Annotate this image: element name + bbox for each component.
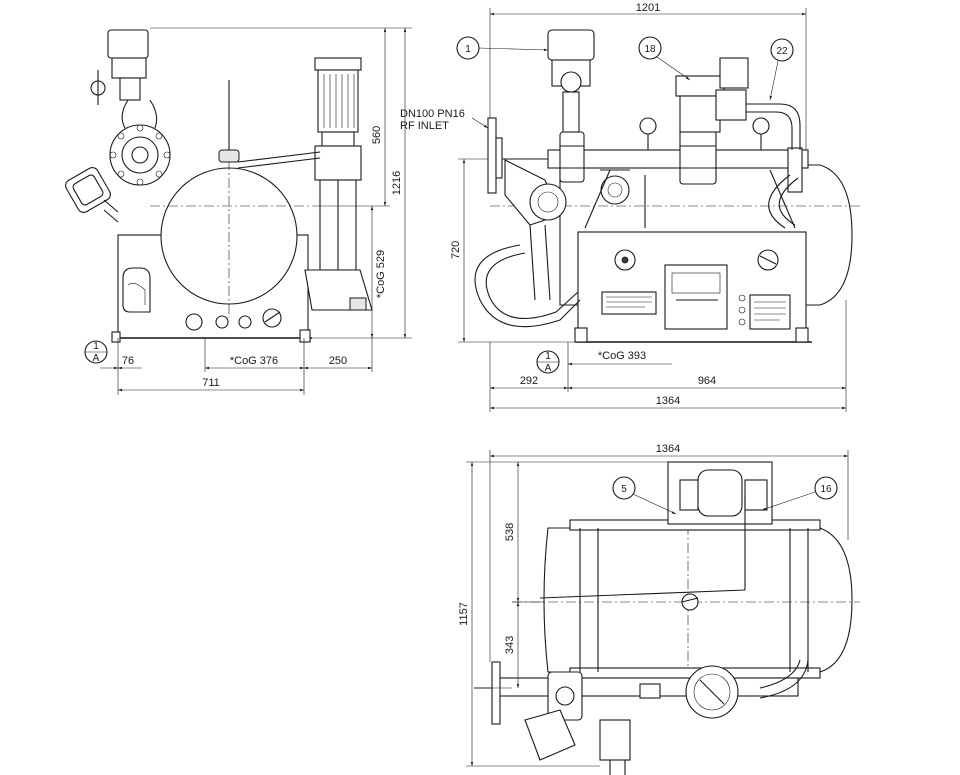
svg-text:1: 1 [465, 44, 471, 55]
svg-text:250: 250 [329, 355, 347, 367]
svg-text:1216: 1216 [391, 171, 403, 195]
callout-1: 1 [456, 36, 549, 60]
motor-top [314, 57, 362, 71]
front-view: 1 18 22 DN100 PN16 RF INLET 1 A 1201 [400, 2, 860, 412]
pump-motor [317, 69, 359, 133]
callout-5: 5 [612, 476, 677, 515]
datum-marker-front: 1 A [536, 350, 560, 374]
svg-text:964: 964 [698, 375, 716, 387]
svg-text:*CoG 393: *CoG 393 [598, 350, 646, 362]
svg-text:1201: 1201 [636, 2, 660, 14]
svg-text:A: A [93, 353, 100, 364]
side-view: 1 A 1216 560 *CoG 529 76 *CoG 376 250 71… [65, 27, 412, 395]
svg-text:A: A [545, 363, 552, 374]
actuator-1 [547, 29, 595, 61]
actuator-box [107, 29, 149, 59]
svg-text:16: 16 [820, 484, 832, 495]
svg-text:1157: 1157 [458, 602, 470, 626]
pressure-gauge [639, 117, 657, 135]
pressure-gauge [752, 117, 770, 135]
svg-text:1: 1 [93, 341, 99, 352]
svg-text:292: 292 [520, 375, 538, 387]
svg-text:343: 343 [504, 636, 516, 654]
datum-marker-side: 1 A [84, 340, 108, 364]
svg-text:720: 720 [450, 241, 462, 259]
inlet-label: DN100 PN16 [400, 108, 465, 120]
inlet-label: RF INLET [400, 120, 449, 132]
callout-18: 18 [638, 36, 691, 81]
top-view: 5 16 1364 1157 538 343 [458, 443, 860, 775]
svg-text:560: 560 [371, 126, 383, 144]
svg-text:1364: 1364 [656, 395, 680, 407]
svg-text:76: 76 [122, 355, 134, 367]
svg-text:538: 538 [504, 523, 516, 541]
svg-text:5: 5 [621, 484, 627, 495]
svg-text:22: 22 [776, 46, 788, 57]
svg-text:*CoG 376: *CoG 376 [230, 355, 278, 367]
svg-text:711: 711 [202, 377, 220, 389]
svg-text:*CoG 529: *CoG 529 [375, 250, 387, 298]
callout-22: 22 [769, 38, 794, 101]
inlet-flange [487, 117, 497, 194]
svg-text:18: 18 [644, 44, 656, 55]
svg-text:1364: 1364 [656, 443, 680, 455]
callout-16: 16 [761, 476, 838, 511]
svg-text:1: 1 [545, 351, 551, 362]
